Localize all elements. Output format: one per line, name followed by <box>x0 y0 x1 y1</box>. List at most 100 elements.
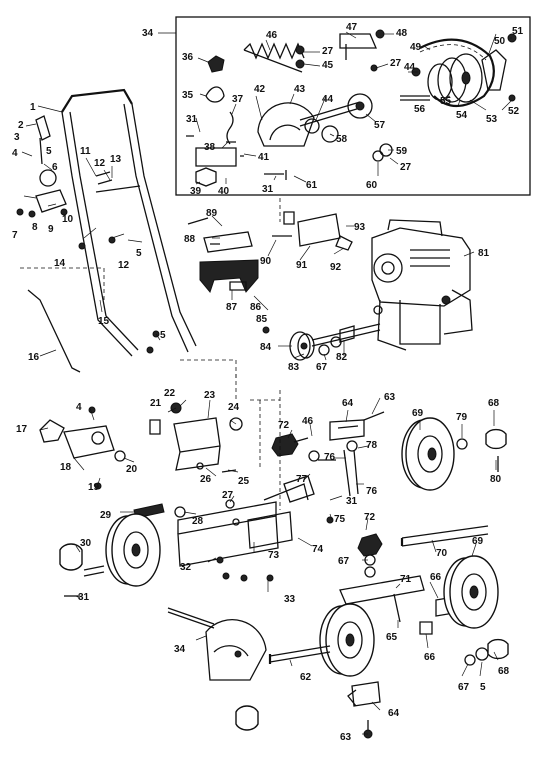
wheel-cap-small <box>235 705 259 731</box>
callout-19: 19 <box>88 482 100 493</box>
handle-assembly <box>16 88 197 373</box>
callout-7: 7 <box>12 230 18 241</box>
shaft-assembly <box>299 101 361 127</box>
callout-63: 63 <box>384 392 396 403</box>
callout-86: 86 <box>250 302 262 313</box>
callout-62: 62 <box>300 672 312 683</box>
callout-22: 22 <box>164 388 176 399</box>
callout-35: 35 <box>182 90 194 101</box>
engine-mount-parts <box>180 198 381 380</box>
callout-83: 83 <box>288 362 300 373</box>
wheel-cap-68-lower <box>487 638 509 660</box>
callout-36: 36 <box>182 52 194 63</box>
arm-71 <box>339 575 425 605</box>
callout-4: 4 <box>76 402 82 413</box>
callout-14: 14 <box>54 258 66 269</box>
callout-27: 27 <box>222 490 234 501</box>
handle-grip-1 <box>61 88 133 113</box>
callout-68: 68 <box>488 398 500 409</box>
callout-8: 8 <box>32 222 38 233</box>
callout-79: 79 <box>456 412 468 423</box>
callout-70: 70 <box>436 548 448 559</box>
axle-70 <box>401 525 489 547</box>
callout-34: 34 <box>174 644 186 655</box>
idler-bracket-50 <box>481 49 507 91</box>
transmission-inset <box>158 16 531 196</box>
callout-76: 76 <box>324 452 336 463</box>
callout-12: 12 <box>118 260 130 271</box>
callout-72: 72 <box>278 420 290 431</box>
knob-72 <box>271 433 299 457</box>
callout-55: 55 <box>440 96 452 107</box>
callout-32: 32 <box>180 562 192 573</box>
callout-4: 4 <box>12 148 18 159</box>
wheel-69-upper <box>401 417 507 491</box>
callout-44: 44 <box>404 62 416 73</box>
pulley-stack <box>427 53 483 103</box>
callout-33: 33 <box>284 594 296 605</box>
bracket-47 <box>339 33 377 60</box>
callout-12: 12 <box>94 158 106 169</box>
callout-54: 54 <box>456 110 468 121</box>
callout-46: 46 <box>266 30 278 41</box>
callout-87: 87 <box>226 302 238 313</box>
callout-57: 57 <box>374 120 386 131</box>
callout-75: 75 <box>334 514 346 525</box>
callout-34: 34 <box>142 28 154 39</box>
callout-10: 10 <box>62 214 74 225</box>
callout-25: 25 <box>238 476 250 487</box>
callout-51: 51 <box>512 26 524 37</box>
bracket-23 <box>173 417 221 471</box>
callout-6: 6 <box>52 162 58 173</box>
callout-42: 42 <box>254 84 266 95</box>
callout-15: 15 <box>98 316 110 327</box>
callout-65: 65 <box>386 632 398 643</box>
spring-37 <box>226 111 234 145</box>
callout-47: 47 <box>346 22 358 33</box>
linkage-parts <box>39 374 280 490</box>
wheel-front-left <box>59 513 161 597</box>
callout-56: 56 <box>414 104 426 115</box>
callout-92: 92 <box>330 262 342 273</box>
callout-5: 5 <box>136 248 142 259</box>
bracket-64 <box>329 419 365 441</box>
callout-60: 60 <box>366 180 378 191</box>
plate-17 <box>39 419 65 443</box>
bracket-36 <box>207 55 225 73</box>
callout-2: 2 <box>18 120 24 131</box>
callout-71: 71 <box>400 574 412 585</box>
callout-63: 63 <box>340 732 352 743</box>
callout-82: 82 <box>336 352 348 363</box>
bracket-74 <box>247 511 293 549</box>
control-lever-3 <box>35 115 51 165</box>
wheel-69-lower <box>443 555 509 666</box>
callout-69: 69 <box>412 408 424 419</box>
callout-41: 41 <box>258 152 270 163</box>
callout-21: 21 <box>150 398 162 409</box>
engine-81 <box>371 219 473 351</box>
callout-48: 48 <box>396 28 408 39</box>
callout-81: 81 <box>478 248 490 259</box>
callout-66: 66 <box>424 652 436 663</box>
callout-90: 90 <box>260 256 272 267</box>
callout-85: 85 <box>256 314 268 325</box>
callout-38: 38 <box>204 142 216 153</box>
callout-9: 9 <box>48 224 54 235</box>
spring-46 <box>243 42 305 60</box>
wheel-center-front <box>268 603 375 677</box>
callout-20: 20 <box>126 464 138 475</box>
callout-66: 66 <box>430 572 442 583</box>
belt-guard-86 <box>199 259 259 294</box>
blade-guard-34 <box>167 607 381 739</box>
bracket-18 <box>63 425 115 459</box>
callout-59: 59 <box>396 146 408 157</box>
callout-11: 11 <box>80 146 91 157</box>
callout-40: 40 <box>218 186 230 197</box>
frame-assembly <box>133 390 489 635</box>
callout-67: 67 <box>338 556 350 567</box>
callout-50: 50 <box>494 36 506 47</box>
callout-28: 28 <box>192 516 204 527</box>
callout-76: 76 <box>366 486 378 497</box>
callout-5: 5 <box>160 330 166 341</box>
callout-31: 31 <box>346 496 358 507</box>
